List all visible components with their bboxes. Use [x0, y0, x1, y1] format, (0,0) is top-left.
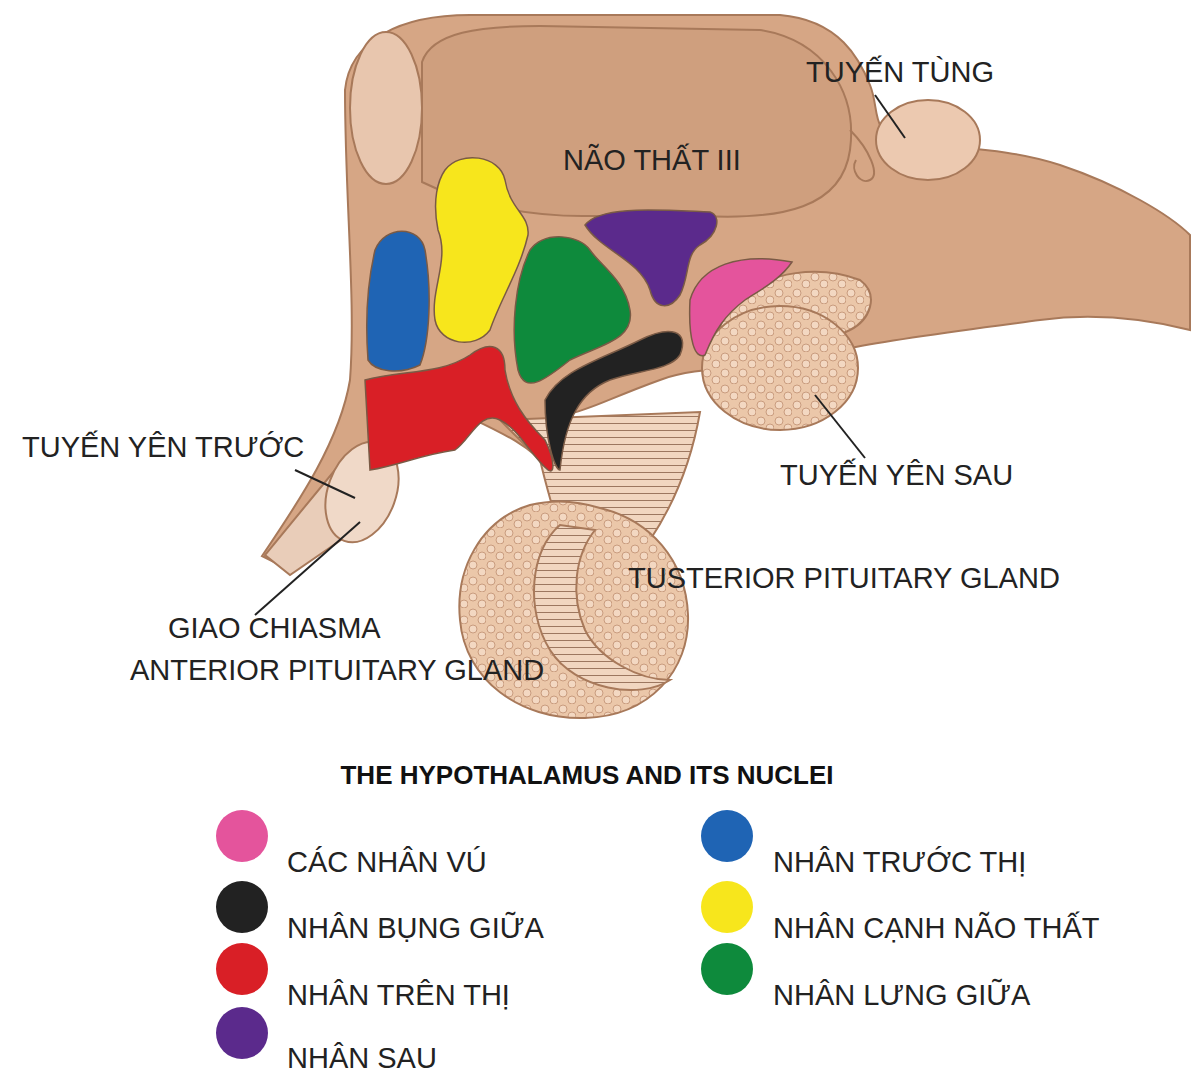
diagram-title: THE HYPOTHALAMUS AND ITS NUCLEI [0, 758, 1174, 792]
legend-text: NHÂN TRÊN THỊ [287, 978, 510, 1012]
mammillary-nucleus [690, 259, 792, 356]
legend-swatch [216, 943, 268, 995]
part-label: ANTERIOR PITUITARY GLAND [130, 653, 544, 687]
supraoptic-nucleus [365, 347, 553, 471]
legend-swatch [701, 881, 753, 933]
leader-line [295, 470, 355, 498]
legend-swatch [216, 881, 268, 933]
part-label: GIAO CHIASMA [168, 611, 381, 645]
part-label: TUSTERIOR PITUITARY GLAND [628, 561, 1060, 595]
legend-swatch [216, 1007, 268, 1059]
commissure-oval [350, 32, 422, 184]
legend-text: NHÂN SAU [287, 1041, 437, 1075]
pituitary-crescent [534, 525, 670, 690]
legend-text: CÁC NHÂN VÚ [287, 845, 487, 879]
leader-line [255, 522, 360, 615]
leader-line [875, 95, 905, 138]
pineal-gland [876, 100, 980, 180]
leader-line [815, 395, 865, 458]
preoptic-nucleus [367, 231, 429, 371]
legend-swatch [216, 810, 268, 862]
legend-text: NHÂN BỤNG GIỮA [287, 911, 544, 945]
legend-text: NHÂN CẠNH NÃO THẤT [773, 911, 1100, 945]
brain-section [262, 15, 1190, 570]
ventromedial-nucleus [545, 332, 683, 470]
legend-swatch [701, 810, 753, 862]
part-label: TUYẾN YÊN SAU [780, 458, 1013, 492]
legend-text: NHÂN LƯNG GIỮA [773, 978, 1030, 1012]
legend-text: NHÂN TRƯỚC THỊ [773, 845, 1026, 879]
legend-swatch [701, 943, 753, 995]
part-label: TUYẾN TÙNG [806, 55, 994, 89]
posterior-lobe [702, 306, 858, 430]
part-label: TUYẾN YÊN TRƯỚC [22, 430, 304, 464]
part-label: NÃO THẤT III [563, 143, 741, 177]
pineal-stalk [850, 130, 874, 181]
